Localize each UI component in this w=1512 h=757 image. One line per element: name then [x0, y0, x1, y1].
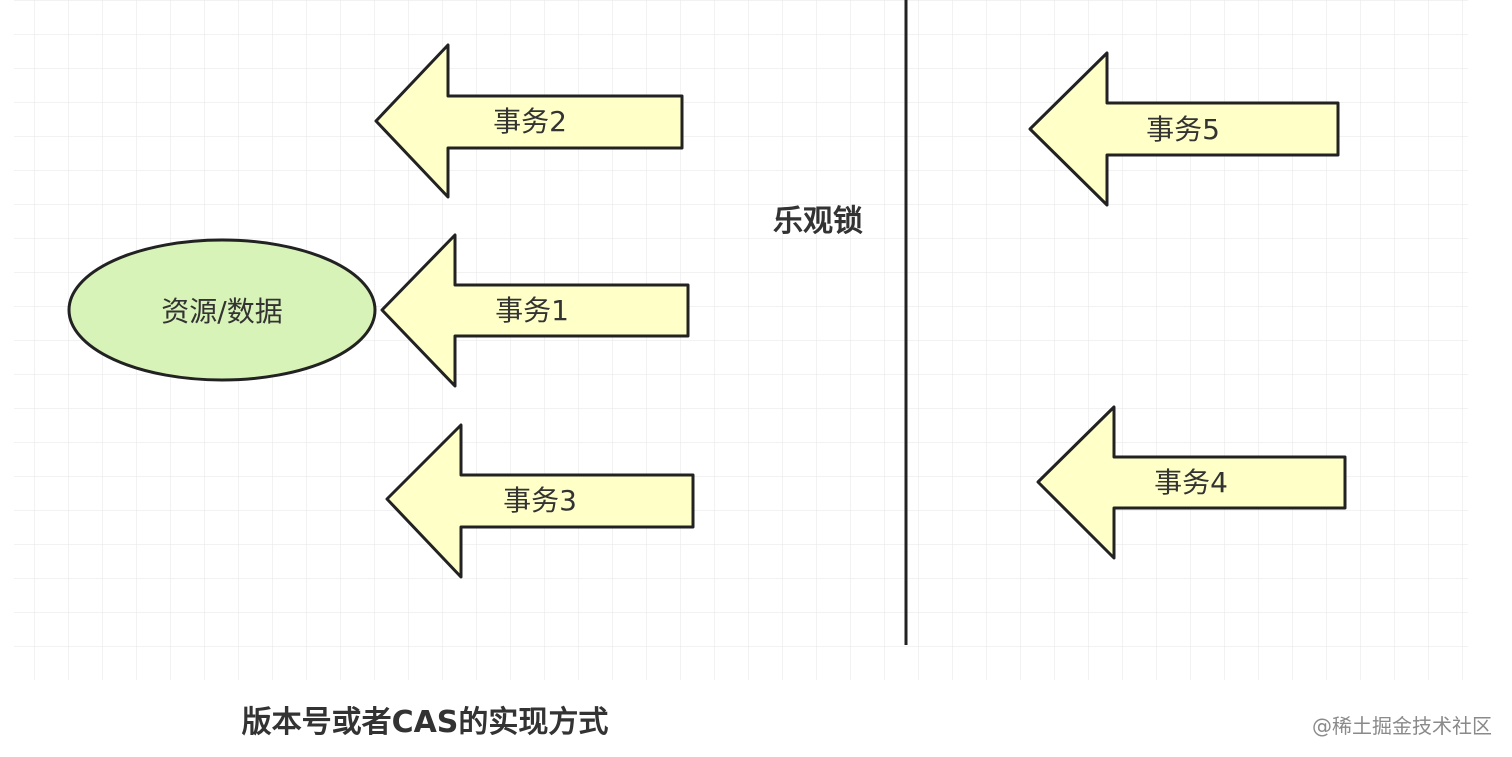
watermark-text: @稀土掘金技术社区: [1312, 714, 1492, 738]
resource-node: 资源/数据: [67, 238, 377, 382]
transaction-arrow-2: 事务2: [374, 43, 684, 199]
transaction-label: 事务4: [1154, 466, 1228, 499]
diagram-caption: 版本号或者CAS的实现方式: [242, 705, 609, 740]
transaction-label: 事务3: [503, 484, 577, 517]
transaction-arrow-1: 事务1: [380, 233, 690, 388]
arrow-shape: [1028, 51, 1340, 207]
arrow-shape: [380, 233, 690, 388]
transaction-label: 事务5: [1146, 113, 1220, 146]
section-title: 乐观锁: [773, 204, 863, 239]
resource-label: 资源/数据: [161, 295, 282, 328]
transaction-arrow-4: 事务4: [1036, 405, 1347, 560]
transaction-arrow-5: 事务5: [1028, 51, 1340, 207]
resource-ellipse: [67, 238, 377, 382]
arrow-shape: [374, 43, 684, 199]
arrow-shape: [385, 423, 695, 579]
arrow-shape: [1036, 405, 1347, 560]
transaction-label: 事务1: [495, 294, 569, 327]
transaction-arrow-3: 事务3: [385, 423, 695, 579]
transaction-label: 事务2: [493, 105, 567, 138]
